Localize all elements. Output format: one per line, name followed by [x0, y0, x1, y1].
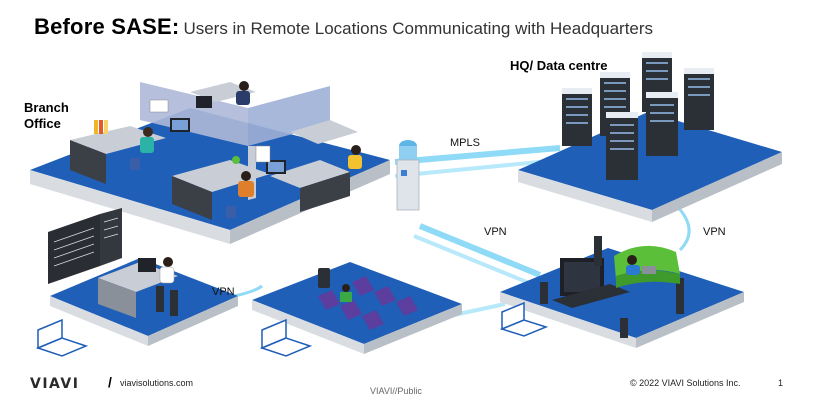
- title-subtitle: Users in Remote Locations Communicating …: [183, 19, 654, 38]
- branch-office-label-line2: Office: [24, 116, 61, 131]
- vpn-center-label: VPN: [484, 226, 507, 238]
- home-platform: [500, 236, 744, 348]
- vpn-link-center: [413, 223, 542, 287]
- footer-classification: VIAVI//Public: [370, 386, 422, 396]
- footer-copyright: © 2022 VIAVI Solutions Inc.: [630, 378, 741, 388]
- vpn-right-label: VPN: [703, 226, 726, 238]
- airport-lounge-platform: [252, 262, 462, 354]
- remote-desk-platform: [50, 257, 238, 346]
- branch-office-platform: [30, 81, 390, 244]
- viavi-logo: VIAVI: [30, 376, 80, 392]
- title-bold: Before SASE:: [34, 14, 180, 39]
- slide-title: Before SASE:Users in Remote Locations Co…: [34, 14, 653, 40]
- hq-datacentre-platform: [518, 52, 782, 222]
- branch-office-label: Branch Office: [24, 100, 69, 132]
- branch-office-label-line1: Branch: [24, 100, 69, 115]
- logo-slash: /: [108, 374, 112, 390]
- mpls-label: MPLS: [450, 137, 480, 149]
- vpn-left-label: VPN: [212, 286, 235, 298]
- hq-datacentre-label: HQ/ Data centre: [510, 58, 608, 73]
- footer-page-number: 1: [778, 378, 784, 388]
- laptop-icon-left: [35, 318, 89, 357]
- mpls-link: [394, 145, 561, 178]
- footer-website: viavisolutions.com: [120, 378, 194, 388]
- vpn-link-right: [674, 203, 691, 252]
- water-cooler: [396, 140, 420, 211]
- laptop-icon-right: [499, 301, 549, 337]
- menu-board: [48, 208, 122, 284]
- laptop-icon-middle: [259, 318, 313, 357]
